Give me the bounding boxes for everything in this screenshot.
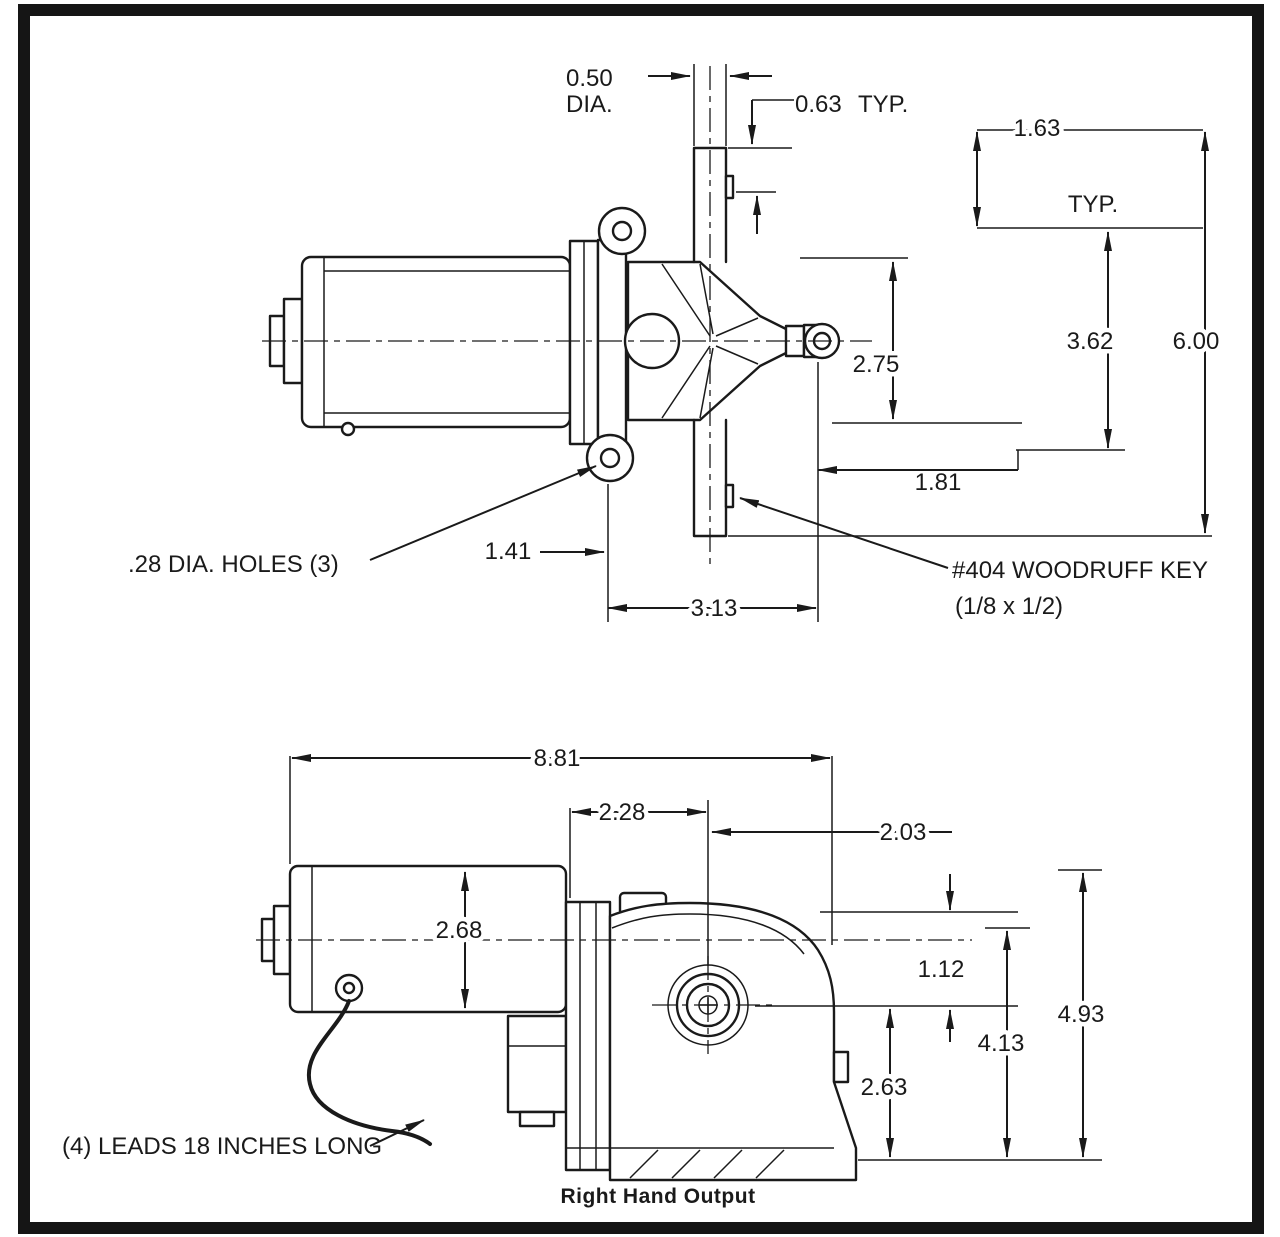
dim-text-050: 0.50 [566,65,613,92]
view-caption: Right Hand Output [560,1185,755,1208]
mounting-flange-top-view [568,206,647,483]
motor-top-view [268,255,572,437]
dim-text-263: 2.63 [861,1074,908,1101]
motor-body-detail-lines-top [323,257,570,427]
adapter-plate-side [564,900,612,1172]
drawing-border [18,4,1264,1234]
note-leads: (4) LEADS 18 INCHES LONG [62,1133,382,1160]
note-holes: .28 DIA. HOLES (3) [128,551,339,578]
motor-body-side [288,864,568,1014]
leader-woodruff-note [739,497,949,569]
mounting-base-lines [566,1147,834,1179]
junction-box-side [506,1014,568,1128]
dim-text-112: 1.12 [918,956,965,983]
dim-text-dia-label: DIA. [566,91,613,118]
woodruff-key-slot [724,483,735,509]
dim-text-141: 1.41 [485,538,532,565]
note-woodruff-line1: #404 WOODRUFF KEY [952,557,1208,584]
output-shaft-top-view [692,146,735,538]
junction-box [506,1014,568,1114]
dim-text-063: 0.63 [795,91,842,118]
gearbox-side-view [564,891,858,1182]
housing-inner-curve [611,913,805,955]
dim-text-413: 4.13 [978,1030,1025,1057]
dim-text-362: 3.62 [1067,328,1114,355]
dim-text-268: 2.68 [436,917,483,944]
extension-lines-top [607,64,1212,622]
housing-right-tab [832,1050,850,1084]
top-view: 0.50 DIA. 0.63 TYP. 1.63 TYP. 3.62 6.00 … [128,64,1224,627]
dim-text-181: 1.81 [915,469,962,496]
motor-body-top [300,255,572,429]
dim-text-275: 2.75 [853,351,900,378]
dim-text-493: 4.93 [1058,1001,1105,1028]
dim-text-163: 1.63 [1014,115,1061,142]
adapter-plate-lines-side [579,902,597,1170]
dim-text-600: 6.00 [1173,328,1220,355]
motor-side-view [260,864,568,1014]
leader-leads-note [369,1119,425,1147]
flange-hole-lower [599,447,621,469]
motor-bottom-boss-top [340,421,356,437]
lead-wires [306,999,432,1146]
dim-text-typ-mid: TYP. [1068,191,1118,218]
flange-hole-upper [611,220,633,242]
dim-text-203: 2.03 [880,819,927,846]
flange-plate-top [596,238,628,447]
gear-housing-cone-lines [661,263,759,419]
dim-text-313: 3.13 [691,595,738,622]
note-woodruff-line2: (1/8 x 1/2) [955,593,1063,620]
dim-text-228: 2.28 [599,799,646,826]
keyway-upper [724,174,735,200]
leader-holes-note [369,465,597,561]
shaft-outline-top [692,146,728,538]
extension-lines-side [289,756,1102,1161]
side-view: 8.81 2.28 2.03 2.68 1.12 4.13 4.93 2.63 … [62,741,1109,1209]
output-boss-centerlines [652,956,772,1054]
dim-text-881: 8.81 [534,745,581,772]
gear-housing-outline-side [608,901,858,1182]
dim-text-typ-top: TYP. [858,91,908,118]
junction-box-step [518,1110,556,1128]
lead-boss-inner [342,981,356,995]
